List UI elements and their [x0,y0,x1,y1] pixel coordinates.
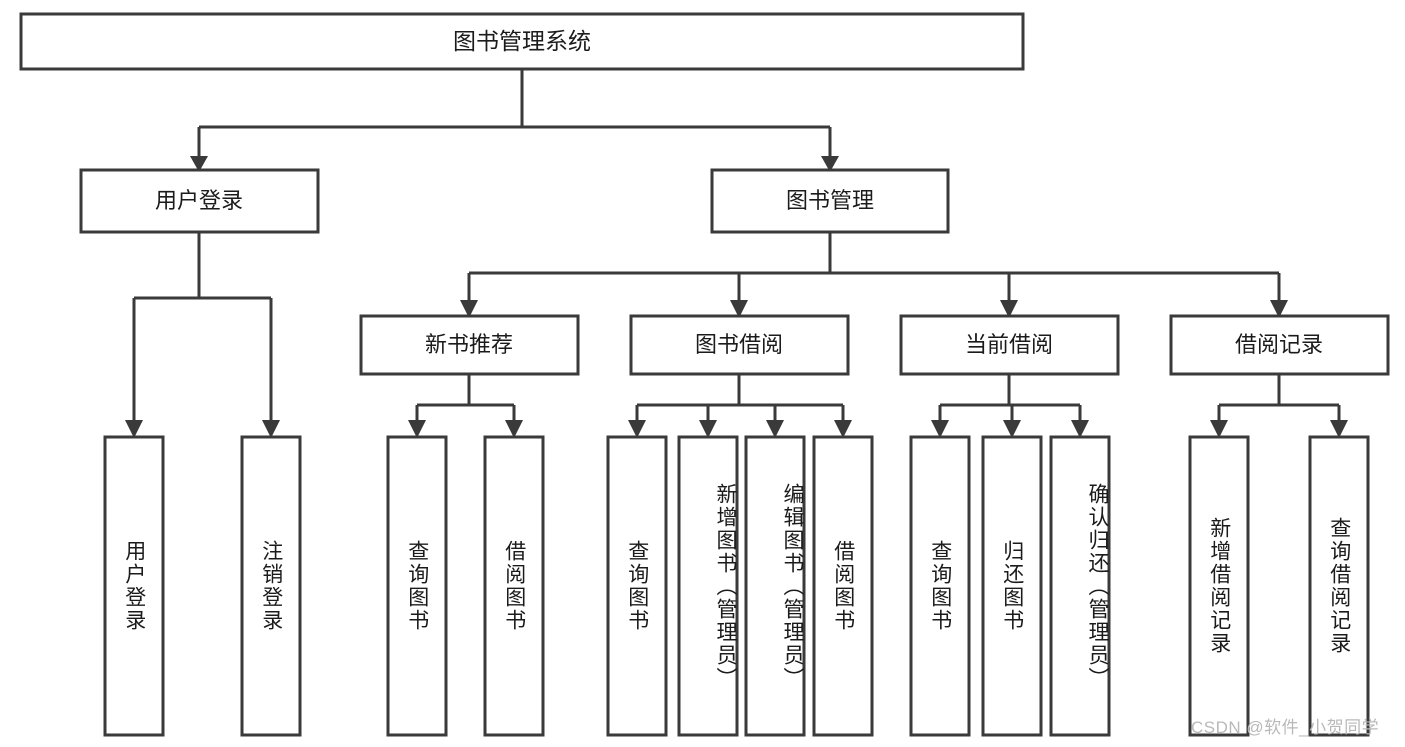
node-book-management-label: 图书管理 [786,188,874,213]
leaf-box-query-book-cur[interactable] [909,435,971,737]
watermark: CSDN @软件_小贺同学 [1191,718,1380,737]
node-borrow-records[interactable]: 借阅记录 [1169,314,1390,376]
node-user-login-box[interactable] [79,168,320,234]
leaf-box-confirm-return[interactable] [1049,435,1111,737]
arrowhead-borrow-records [1270,300,1288,318]
leaf-box-user-logout[interactable] [240,435,302,737]
arrowhead-leaf-query-book-new [408,420,426,438]
leaf-box-add-book[interactable] [677,435,739,737]
node-book-borrow[interactable]: 图书借阅 [629,314,850,376]
node-borrow-records-box[interactable] [1169,314,1390,376]
arrowhead-leaf-query-book-cur [931,420,949,438]
node-current-borrow-label: 当前借阅 [965,332,1053,357]
leaf-box-query-record[interactable] [1308,435,1370,737]
leaf-box-add-record[interactable] [1188,435,1250,737]
leaf-box-user-login[interactable] [103,435,165,737]
node-current-borrow-box[interactable] [899,314,1120,376]
node-user-login-label: 用户登录 [155,188,243,213]
leaf-box-query-book-borrow[interactable] [606,435,668,737]
node-root-box[interactable] [19,12,1025,71]
connector-group-book-management [460,232,1288,318]
node-new-book-recommend[interactable]: 新书推荐 [359,314,580,376]
arrowhead-leaf-edit-book [766,420,784,438]
arrowhead-current-borrow [1000,300,1018,318]
connector-group-new-book-recommend [408,374,523,438]
connector-group-current-borrow [931,374,1089,438]
node-book-management-box[interactable] [710,168,950,234]
node-current-borrow[interactable]: 当前借阅 [899,314,1120,376]
arrowhead-leaf-user-logout [262,420,280,438]
leaf-box-borrow-book[interactable] [812,435,874,737]
connector-group-root [190,69,839,172]
connector-group-book-borrow [628,374,852,438]
arrowhead-leaf-borrow-book [834,420,852,438]
arrowhead-leaf-query-record [1330,420,1348,438]
node-new-book-recommend-label: 新书推荐 [425,332,513,357]
arrowhead-leaf-return-book [1003,420,1021,438]
arrowhead-book-management [821,156,839,172]
node-root[interactable]: 图书管理系统 [19,12,1025,71]
arrowhead-leaf-add-book [699,420,717,438]
connector-group-user-login [125,232,280,438]
node-book-borrow-box[interactable] [629,314,850,376]
node-user-login[interactable]: 用户登录 [79,168,320,234]
arrowhead-new-book-recommend [460,300,478,318]
arrowhead-leaf-add-record [1210,420,1228,438]
leaf-box-return-book[interactable] [981,435,1043,737]
leaf-boxes [103,435,1370,737]
leaf-box-edit-book[interactable] [744,435,806,737]
arrowhead-user-login [190,156,208,172]
node-borrow-records-label: 借阅记录 [1235,332,1323,357]
leaf-box-query-book-new[interactable] [386,435,448,737]
node-root-label: 图书管理系统 [453,28,591,54]
leaf-box-borrow-book-new[interactable] [483,435,545,737]
arrowhead-leaf-borrow-book-new [505,420,523,438]
arrowhead-leaf-query-book-borrow [628,420,646,438]
node-new-book-recommend-box[interactable] [359,314,580,376]
arrowhead-leaf-confirm-return [1071,420,1089,438]
arrowhead-book-borrow [730,300,748,318]
node-book-management[interactable]: 图书管理 [710,168,950,234]
connector-group-borrow-records [1210,374,1348,438]
node-book-borrow-label: 图书借阅 [695,332,783,357]
arrowhead-leaf-user-login [125,420,143,438]
